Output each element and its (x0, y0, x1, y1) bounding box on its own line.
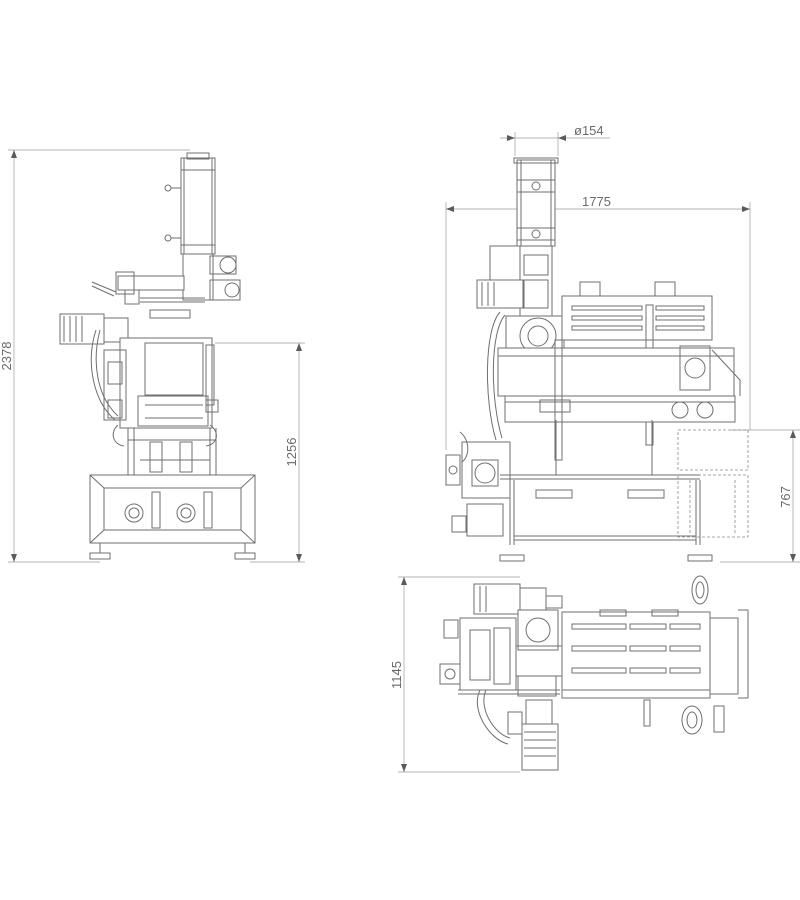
front-outfeed-stack (677, 429, 749, 538)
front-hood (561, 281, 713, 446)
top-conveyor-body (561, 609, 749, 699)
top-central-square (511, 609, 563, 697)
side-feed-tube (91, 271, 205, 319)
top-motor-upper (473, 583, 563, 615)
side-motor (59, 313, 129, 345)
side-view: 2378 1256 (0, 149, 305, 563)
dimension-label-hopper-height: 1256 (284, 438, 299, 467)
side-base-frame (89, 474, 256, 560)
dimension-total-width: 1145 (389, 576, 520, 773)
dimension-label-total-height: 2378 (0, 342, 14, 371)
dimension-label-total-width: 1145 (389, 661, 404, 689)
front-column (513, 157, 559, 317)
front-lower-unit (445, 431, 511, 537)
front-view: ø154 1775 767 (445, 123, 800, 563)
dimension-total-height: 2378 (0, 149, 190, 563)
dimension-label-total-length: 1775 (582, 194, 611, 209)
dimension-hopper-height: 1256 (215, 342, 305, 563)
top-view: 1145 (389, 575, 749, 773)
dimension-label-diameter: ø154 (574, 123, 604, 138)
top-left-assembly (439, 617, 560, 745)
front-conveyor-body (487, 311, 741, 475)
dimension-outfeed-height: 767 (720, 429, 800, 563)
side-column (164, 152, 241, 301)
top-wheels (643, 575, 725, 735)
dimension-total-length: 1775 (445, 194, 751, 450)
dimension-diameter: ø154 (500, 123, 610, 156)
front-frame (499, 474, 713, 562)
dimension-label-outfeed-height: 767 (778, 486, 793, 508)
side-main-body (90, 329, 219, 475)
top-motor-lower (507, 699, 559, 771)
